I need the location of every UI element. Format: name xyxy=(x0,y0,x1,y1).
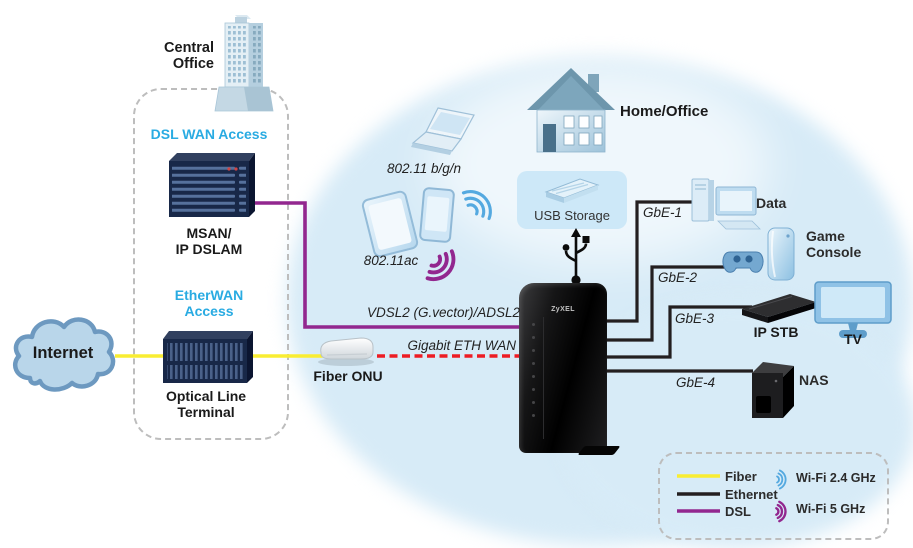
game-console-label: Game Console xyxy=(806,228,862,260)
legend-wifi-5ghz-icon xyxy=(775,500,787,523)
usb-symbol-icon xyxy=(558,228,594,291)
legend-wifi-5ghz-label: Wi-Fi 5 GHz xyxy=(796,502,866,516)
gbe4-label: GbE-4 xyxy=(676,375,716,390)
internet-cloud: Internet xyxy=(8,308,118,400)
dsl-line xyxy=(253,201,522,329)
vdsl-label: VDSL2 (G.vector)/ADSL2 xyxy=(366,305,520,320)
ip-stb-icon xyxy=(740,290,818,331)
80211bgn-label: 802.11 b/g/n xyxy=(386,161,462,176)
home-office-label: Home/Office xyxy=(620,103,709,120)
legend-fiber-swatch xyxy=(677,474,720,478)
wifi-24ghz-arcs-icon xyxy=(446,174,512,240)
fiber-onu-label: Fiber ONU xyxy=(313,368,383,384)
router-leds xyxy=(532,323,535,417)
central-office-label: Central Office xyxy=(164,40,214,73)
legend-fiber-label: Fiber xyxy=(725,469,757,484)
ip-stb-label: IP STB xyxy=(753,324,799,340)
gbe2-label: GbE-2 xyxy=(658,270,698,285)
olt-device-icon xyxy=(159,327,253,392)
internet-cloud-icon xyxy=(13,317,116,392)
dsl-wan-access-label: DSL WAN Access xyxy=(150,126,268,142)
data-label: Data xyxy=(756,195,787,211)
legend-dsl-label: DSL xyxy=(725,504,751,519)
laptop-icon xyxy=(408,106,482,165)
router-seam xyxy=(543,317,544,439)
tv-icon xyxy=(814,281,892,344)
gbe1-line xyxy=(604,200,697,323)
olt-label: Optical Line Terminal xyxy=(165,388,247,420)
isp-access-box xyxy=(133,88,289,440)
gbe3-label: GbE-3 xyxy=(675,311,715,326)
usb-storage-label: USB Storage xyxy=(534,208,610,223)
nas-icon xyxy=(748,360,796,425)
nas-label: NAS xyxy=(799,372,829,388)
router-device: ZyXEL xyxy=(519,283,621,455)
fiber-onu-icon xyxy=(315,333,377,372)
msan-label: MSAN/ IP DSLAM xyxy=(175,225,243,257)
legend-ethernet-label: Ethernet xyxy=(725,487,778,502)
wifi-5ghz-arcs-icon xyxy=(407,234,471,301)
router-stand xyxy=(577,446,621,455)
desktop-computer-icon xyxy=(690,177,762,240)
legend-wifi-24ghz-label: Wi-Fi 2.4 GHz xyxy=(796,471,876,485)
gbe3-line xyxy=(604,305,752,359)
usb-drive-icon xyxy=(540,175,604,212)
usb-storage-card: USB Storage xyxy=(517,171,627,229)
gigabit-eth-wan-label: Gigabit ETH WAN xyxy=(407,338,516,353)
gbe1-label: GbE-1 xyxy=(643,205,683,220)
central-office-building-icon xyxy=(213,13,275,124)
legend-wifi-24ghz-icon xyxy=(776,469,787,490)
80211ac-label: 802.11ac xyxy=(363,253,419,268)
legend-box: Fiber Ethernet DSL Wi-Fi 2.4 GHz Wi-Fi 5… xyxy=(658,452,889,540)
tv-label: TV xyxy=(844,331,862,347)
gbe2-line xyxy=(604,265,737,342)
internet-label: Internet xyxy=(32,344,94,362)
legend-dsl-swatch xyxy=(677,509,720,513)
game-console-icon xyxy=(720,226,804,291)
legend-ethernet-swatch xyxy=(677,492,720,496)
house-icon xyxy=(524,62,618,163)
router-brand-label: ZyXEL xyxy=(551,306,575,313)
etherwan-access-label: EtherWAN Access xyxy=(174,287,244,319)
msan-device-icon xyxy=(163,151,255,224)
